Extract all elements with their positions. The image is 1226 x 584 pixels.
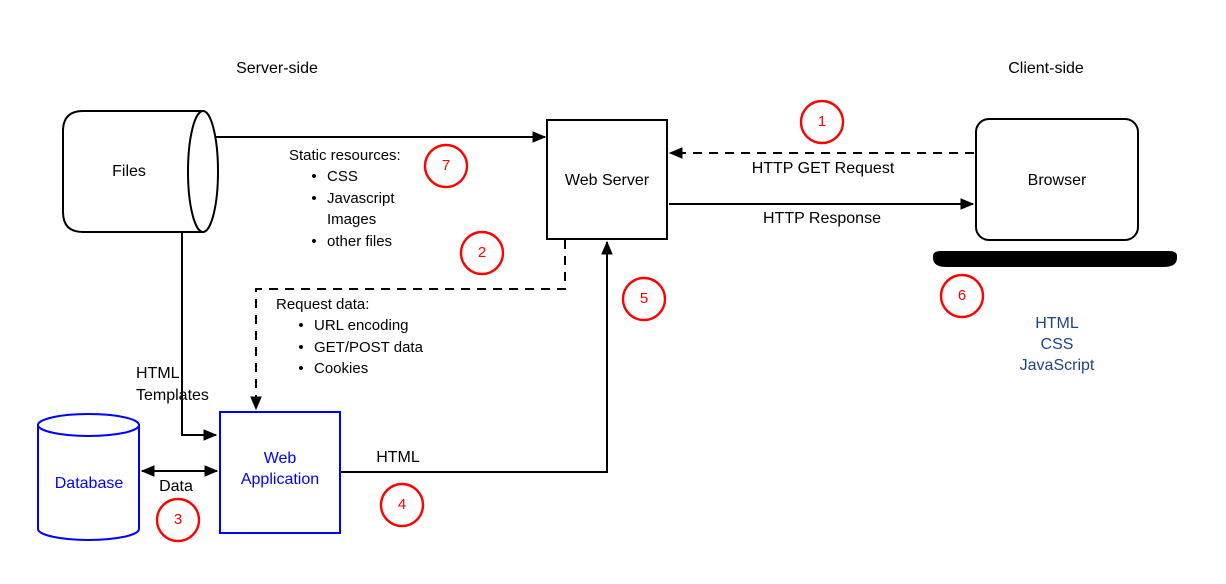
client-output-stack: HTML CSS JavaScript: [987, 313, 1127, 376]
request-data-list: Request data: • URL encoding • GET/POST …: [276, 294, 446, 380]
list-item: • GET/POST data: [288, 337, 446, 358]
list-item-label: Images: [327, 211, 377, 229]
list-item-label: GET/POST data: [314, 338, 423, 356]
client-output-css: CSS: [1040, 336, 1074, 353]
server-side-label: Server-side: [236, 60, 318, 77]
step-number-4: 4: [397, 496, 407, 513]
list-item: • other files: [301, 231, 439, 252]
list-item: Images: [301, 209, 439, 230]
static-resources-title: Static resources:: [289, 147, 401, 164]
step-number-3: 3: [173, 511, 183, 528]
static-resources-list: Static resources: • CSS • Javascript Ima…: [289, 145, 439, 252]
list-item: • Cookies: [288, 358, 446, 379]
http-get-request-label: HTTP GET Request: [751, 160, 895, 177]
browser-box: [975, 118, 1139, 241]
client-side-label: Client-side: [1008, 60, 1084, 77]
step-circle-5: [621, 276, 667, 322]
step-number-1: 1: [817, 113, 827, 130]
step-circle-4: [379, 482, 425, 528]
step-number-2: 2: [477, 244, 487, 261]
bullet-marker: [301, 209, 327, 230]
bullet-marker: •: [311, 232, 317, 250]
html-templates-label: HTML Templates: [136, 365, 209, 404]
step-circle-2: [459, 230, 505, 276]
step-circle-1: [799, 99, 845, 145]
step-number-7: 7: [441, 157, 451, 174]
bullet-marker: •: [298, 317, 304, 335]
client-output-javascript: JavaScript: [1019, 357, 1095, 374]
bullet-marker: •: [298, 338, 304, 356]
laptop-base-bar: [933, 251, 1177, 267]
list-item-label: CSS: [327, 168, 358, 186]
database-cylinder-shape: [37, 424, 140, 541]
database-cylinder-cap: [37, 413, 140, 437]
request-data-title: Request data:: [276, 296, 370, 313]
bullet-marker: •: [311, 189, 317, 207]
step-circle-7: [423, 143, 469, 189]
html-edge-label: HTML: [376, 449, 420, 466]
web-application-box: [219, 411, 341, 534]
web-server-label: Web Server: [564, 172, 650, 189]
browser-label: Browser: [1027, 172, 1087, 189]
edge-webapp-to-webserver: [340, 240, 613, 473]
step-number-6: 6: [957, 287, 967, 304]
files-label: Files: [112, 163, 146, 180]
data-edge-label: Data: [159, 478, 193, 495]
step-number-5: 5: [639, 290, 649, 307]
list-item-label: Cookies: [314, 360, 369, 378]
files-cylinder-shape: [62, 110, 204, 233]
list-item-label: URL encoding: [314, 317, 409, 335]
files-cylinder-cap: [187, 110, 219, 233]
web-application-label: Web Application: [240, 450, 320, 488]
web-server-box: [546, 119, 668, 240]
step-circle-3: [155, 497, 201, 543]
edge-files-to-webapp: [181, 233, 218, 441]
list-item: • CSS: [301, 166, 439, 187]
list-item: • Javascript: [301, 188, 439, 209]
list-item-label: other files: [327, 232, 393, 250]
list-item-label: Javascript: [327, 189, 395, 207]
bullet-marker: •: [311, 168, 317, 186]
bullet-marker: •: [298, 360, 304, 378]
list-item: • URL encoding: [288, 315, 446, 336]
client-output-html: HTML: [1035, 315, 1079, 332]
edge-webserver-to-webapp-dashed: [250, 240, 566, 411]
step-circle-6: [939, 273, 985, 319]
http-response-label: HTTP Response: [763, 210, 881, 227]
database-label: Database: [54, 475, 124, 492]
